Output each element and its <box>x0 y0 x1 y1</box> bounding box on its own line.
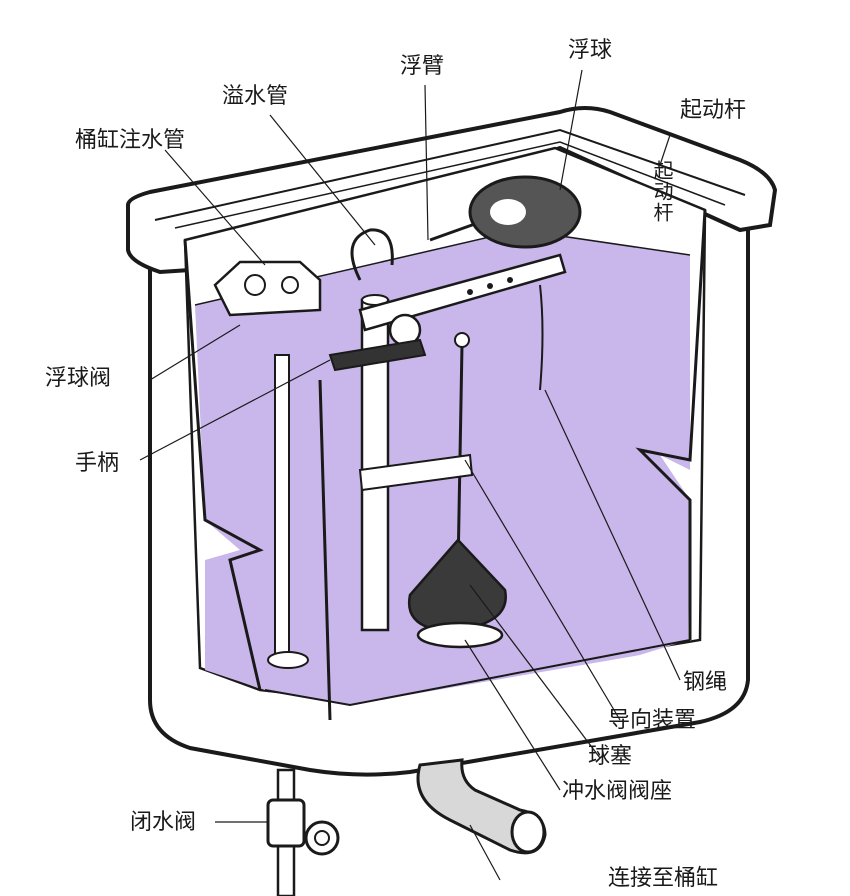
label-connect-to-bowl: 连接至桶缸 <box>608 866 719 891</box>
label-steel-cable: 钢绳 <box>683 670 728 695</box>
shutoff-valve-body <box>266 798 306 848</box>
guide-clamp <box>358 453 474 492</box>
lid-groove <box>174 141 726 229</box>
label-ball-plug: 球塞 <box>588 744 633 769</box>
cutaway-left-edge <box>183 239 264 691</box>
label-guide-device: 导向装置 <box>608 708 697 733</box>
shutoff-valve-knob-inner <box>314 830 330 846</box>
label-float-ball: 浮球 <box>568 38 613 63</box>
float-valve-body <box>213 260 322 317</box>
shutoff-valve-knob <box>304 820 340 856</box>
fill-pipe <box>274 354 290 656</box>
handle-lever <box>328 338 427 372</box>
front-wall-edge <box>318 379 332 721</box>
label-start-lever: 起动杆 <box>680 98 747 123</box>
label-start-lever-vertical: 起动杆 <box>650 160 674 223</box>
guide-ring <box>454 332 470 348</box>
label-flush-valve-seat: 冲水阀阀座 <box>562 779 673 804</box>
bowl-fill-tube <box>350 228 394 281</box>
label-overflow-pipe: 溢水管 <box>222 84 289 109</box>
label-bowl-fill-pipe: 桶缸注水管 <box>75 128 186 153</box>
arm-hole-2 <box>487 283 493 289</box>
tank-bottom-line <box>264 639 691 707</box>
fill-pipe-base <box>267 651 309 669</box>
lid-inner-edge <box>154 128 746 221</box>
arm-hole-1 <box>467 289 473 295</box>
label-handle: 手柄 <box>75 451 120 476</box>
float-ball-highlight <box>490 199 526 225</box>
steel-cable <box>539 284 544 391</box>
valve-knob-2 <box>281 276 299 294</box>
label-float-valve: 浮球阀 <box>45 366 112 391</box>
outlet-pipe-end <box>510 810 546 854</box>
valve-knob <box>244 274 266 296</box>
arm-hole-3 <box>507 277 513 283</box>
label-float-arm: 浮臂 <box>400 54 445 79</box>
leader-lines <box>139 69 681 881</box>
flush-valve-seat <box>416 621 504 649</box>
cutaway-right-edge <box>635 209 707 640</box>
label-shutoff-valve: 闭水阀 <box>130 810 197 835</box>
float-arm <box>358 253 567 332</box>
